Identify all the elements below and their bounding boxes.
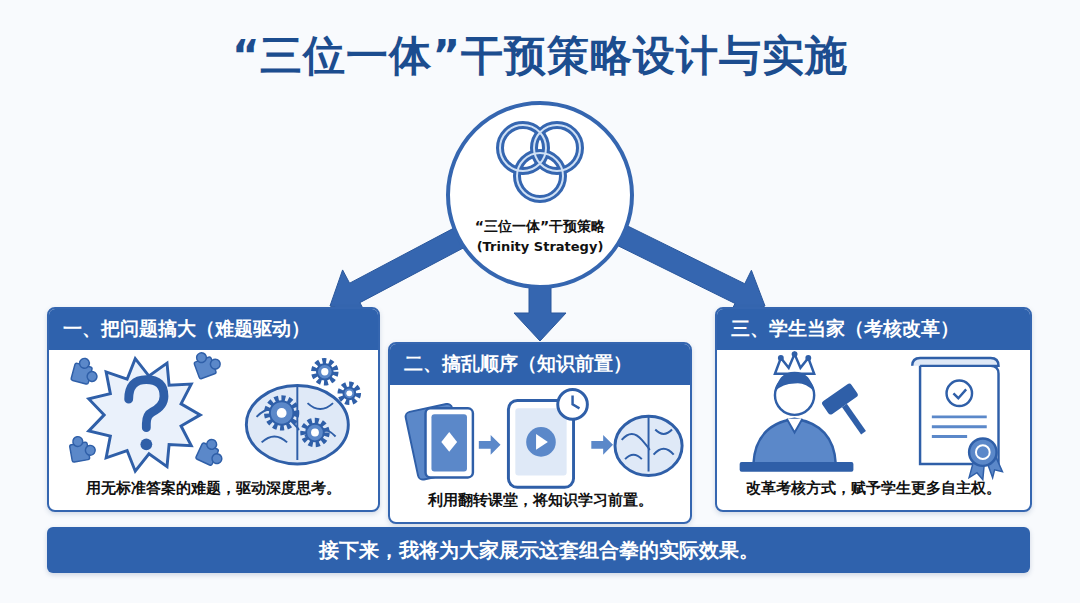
icon-part [140,438,152,450]
icon-part [615,416,682,475]
flow-arrow [330,228,465,316]
icon-part [311,429,319,437]
icon-part [68,434,96,462]
icon-part [129,380,164,428]
icon-part [842,404,866,435]
strategy-box: 一、把问题搞大（难题驱动） 用无标准答案的难题，驱动深度思考。 [47,307,380,512]
flow-arrow [617,225,765,317]
summary-text: 接下来，我将为大家展示这套组合拳的实际效果。 [319,537,759,564]
icon-part [296,385,298,460]
icon-part [778,355,784,361]
icon-part [976,445,990,459]
arrow-body [330,228,465,316]
icon-part [500,125,546,171]
icon-part [431,414,467,471]
icon-part [536,434,548,450]
icon-part [517,153,563,199]
icon-part [72,436,83,447]
icon-part [448,103,632,287]
icon-part [86,370,98,382]
icon-part [515,408,566,475]
box-description: 用无标准答案的难题，驱动深度思考。 [49,479,378,510]
icon-part [89,359,200,472]
icon-part [558,390,588,420]
icon-part [953,389,966,398]
icon-part [195,351,208,364]
icon-part [573,396,580,409]
icon-part [805,355,811,361]
hub-subtitle: (Trinity Strategy) [477,239,604,254]
icon-part [947,381,972,406]
icon-part [71,356,101,386]
icon-part [85,445,96,456]
hub-circle-rings [445,100,635,290]
flow-arrow [514,286,566,341]
icon-part [426,408,473,477]
strategy-box: 三、学生当家（考核改革） 改革考核方式，赋予学生更多自主权。 [715,307,1032,512]
icon-part [346,390,352,396]
icon-part [321,368,328,375]
icon-part [821,382,859,415]
icon-part [534,125,580,171]
icon-part [792,351,798,357]
icon-part [775,354,814,374]
icon-part [205,438,218,451]
icon-part [753,419,835,464]
icon-part [775,372,814,392]
icon-part [912,358,998,366]
icon-part [343,387,355,399]
page-title: “三位一体”干预策略设计与实施 [0,28,1080,84]
icon-part [209,358,222,371]
icon-part [648,416,650,471]
icon-part [210,452,223,465]
strategy-hub: “三位一体”干预策略 (Trinity Strategy) [445,100,635,290]
icon-part [317,364,333,380]
icon-part [500,125,580,199]
hub-title: “三位一体”干预策略 [475,218,605,236]
icon-part [740,462,854,472]
icon-part [479,435,501,455]
icon-part [303,421,327,445]
box-heading: 三、学生当家（考核改革） [717,309,1030,350]
icon-part [441,432,457,452]
icon-part [500,125,580,199]
icon-part [306,424,324,442]
icon-part [270,401,294,425]
box-description: 利用翻转课堂，将知识学习前置。 [390,491,690,522]
summary-band: 接下来，我将为大家展示这套组合拳的实际效果。 [47,527,1030,573]
icon-part [821,382,878,442]
icon-part [787,419,803,433]
arrow-body [617,225,765,317]
arrow-body [514,286,566,341]
icon-part [314,361,336,383]
icon-part [340,384,358,402]
icon-part [591,435,613,455]
icon-part [246,385,348,463]
box-heading: 二、搞乱顺序（知识前置） [390,344,690,385]
icon-part [277,408,287,418]
icon-part [195,436,228,469]
icon-part [78,357,90,369]
strategy-box: 二、搞乱顺序（知识前置） 利用翻转课堂，将知识学习前置。 [388,342,692,524]
icon-part [192,348,223,379]
icon-part [267,398,296,427]
icon-part [622,430,674,460]
box-heading: 一、把问题搞大（难题驱动） [49,309,378,350]
icon-part [932,417,987,437]
icon-part [969,438,996,465]
icon-part [526,427,556,457]
icon-part [517,153,563,199]
box-description: 改革考核方式，赋予学生更多自主权。 [717,479,1030,510]
